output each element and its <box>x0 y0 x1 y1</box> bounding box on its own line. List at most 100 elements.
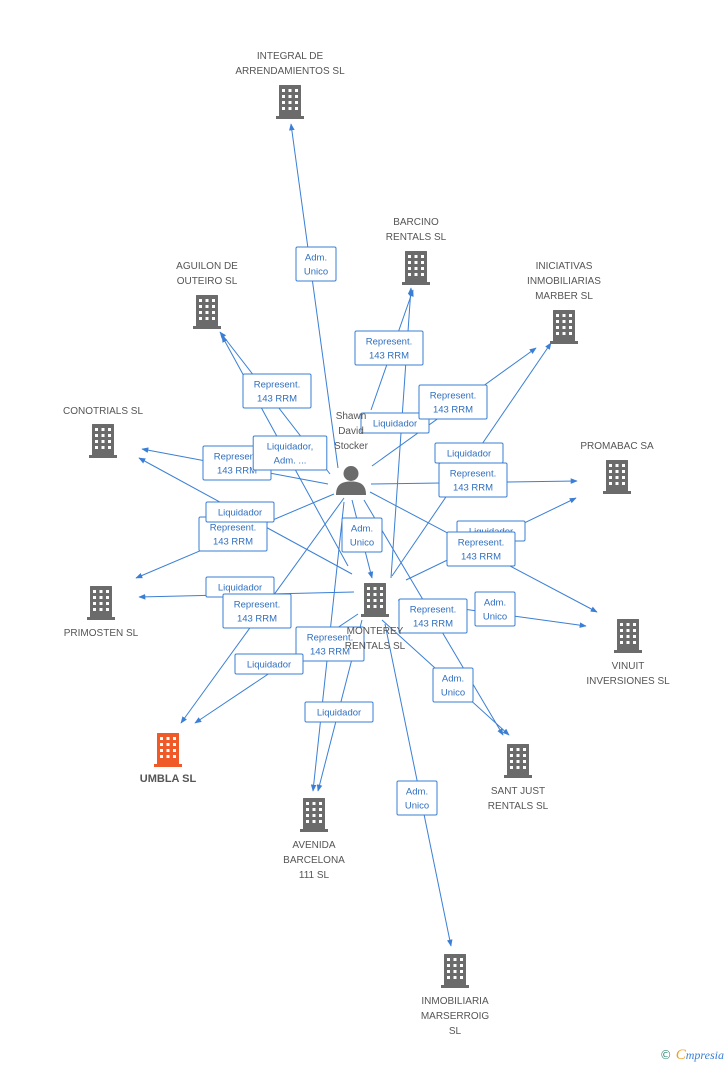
node-label: SANT JUST <box>491 786 545 797</box>
building-icon <box>603 460 631 494</box>
company-node-marserroig[interactable]: INMOBILIARIA MARSERROIG SL <box>421 954 490 1037</box>
person-icon <box>336 466 366 495</box>
relation-label-monterey-santjust[interactable]: Adm.Unico <box>432 667 474 703</box>
building-icon <box>550 310 578 344</box>
copyright-symbol: © <box>659 1048 672 1062</box>
building-icon <box>614 619 642 653</box>
relation-label-shawn-aguilon[interactable]: Represent.143 RRM <box>242 373 312 409</box>
relation-label-monterey-marserroig[interactable]: Adm. Unico <box>396 780 438 816</box>
company-node-aguilon[interactable]: AGUILON DE OUTEIRO SL <box>176 261 238 329</box>
building-icon <box>154 733 182 767</box>
relation-label-text: Unico <box>304 267 328 278</box>
relation-label-text: 143 RRM <box>217 466 257 477</box>
relation-label-text: Unico <box>405 801 429 812</box>
relation-line-shawn-integral <box>289 123 339 469</box>
relation-label-box <box>242 373 312 409</box>
relation-label-box <box>418 384 488 420</box>
building-icon <box>361 583 389 617</box>
relation-label-text: Represent. <box>458 538 504 549</box>
company-node-primosten[interactable]: PRIMOSTEN SL <box>64 586 139 639</box>
relation-label-text: Unico <box>441 688 465 699</box>
building-icon <box>89 424 117 458</box>
node-label: 111 SL <box>299 870 330 881</box>
relation-label-text: Adm. ... <box>274 456 307 467</box>
relation-label-monterey-umbla[interactable]: Liquidador <box>234 653 304 675</box>
relation-label-text: Liquidador <box>317 708 361 719</box>
relation-label-shawn-avenida[interactable]: Represent.143 RRM <box>295 626 365 662</box>
relation-label-box <box>252 435 328 471</box>
node-label: RENTALS SL <box>386 232 447 243</box>
company-node-integral[interactable]: INTEGRAL DE ARRENDAMIENTOS SL <box>235 51 345 119</box>
relation-label-text: Unico <box>483 612 507 623</box>
relation-label-monterey-conotrials[interactable]: Liquidador <box>205 501 275 523</box>
relation-label-text: Liquidador <box>218 508 262 519</box>
node-label: BARCINO <box>393 217 439 228</box>
node-label: MARSERROIG <box>421 1011 490 1022</box>
node-label: OUTEIRO SL <box>177 276 238 287</box>
relation-label-box <box>446 531 516 567</box>
building-icon <box>504 744 532 778</box>
relation-label-text: Liquidador <box>218 583 262 594</box>
company-node-conotrials[interactable]: CONOTRIALS SL <box>63 406 143 458</box>
relation-label-text: Represent. <box>450 469 496 480</box>
relation-label-box <box>432 667 474 703</box>
node-label: RENTALS SL <box>345 641 406 652</box>
company-node-monterey[interactable]: MONTEREY RENTALS SL <box>345 583 406 652</box>
node-label: PROMABAC SA <box>580 441 654 452</box>
relation-label-shawn-primosten[interactable]: Represent.143 RRM <box>198 516 268 552</box>
relation-label-shawn-umbla[interactable]: Represent.143 RRM <box>222 593 292 629</box>
node-label: David <box>338 426 364 437</box>
relation-label-monterey-avenida[interactable]: Liquidador <box>304 701 374 723</box>
relation-label-shawn-iniciativas[interactable]: Represent.143 RRM <box>418 384 488 420</box>
relation-label-box <box>360 412 430 434</box>
relation-label-text: Adm. <box>406 787 428 798</box>
node-label: UMBLA SL <box>140 773 197 785</box>
relation-label-text: 143 RRM <box>213 537 253 548</box>
relation-label-text: Represent. <box>410 605 456 616</box>
relation-label-text: 143 RRM <box>461 552 501 563</box>
company-node-umbla[interactable]: UMBLA SL <box>140 733 197 785</box>
logo-initial: C <box>675 1047 686 1063</box>
node-label: INTEGRAL DE <box>257 51 324 62</box>
company-node-promabac[interactable]: PROMABAC SA <box>580 441 654 494</box>
node-label: PRIMOSTEN SL <box>64 628 139 639</box>
relation-label-shawn-barcino[interactable]: Represent.143 RRM <box>354 330 424 366</box>
relation-label-box <box>438 462 508 498</box>
node-label: INMOBILIARIAS <box>527 276 601 287</box>
node-label: SL <box>449 1026 462 1037</box>
relation-label-monterey-iniciativas[interactable]: Liquidador <box>434 442 504 464</box>
node-label: MONTEREY <box>347 626 404 637</box>
relation-label-text: Liquidador <box>373 419 417 430</box>
node-label: RENTALS SL <box>488 801 549 812</box>
relation-label-monterey-vinuit[interactable]: Adm.Unico <box>474 591 516 627</box>
relation-label-monterey-barcino[interactable]: Liquidador <box>360 412 430 434</box>
building-icon <box>87 586 115 620</box>
relation-label-text: Represent. <box>254 380 300 391</box>
relation-label-shawn-integral[interactable]: Adm.Unico <box>295 246 337 282</box>
building-icon <box>402 251 430 285</box>
company-node-santjust[interactable]: SANT JUST RENTALS SL <box>488 744 549 812</box>
node-label: INICIATIVAS <box>536 261 593 272</box>
company-node-barcino[interactable]: BARCINO RENTALS SL <box>386 217 447 285</box>
node-label: INMOBILIARIA <box>421 996 489 1007</box>
relation-label-text: Represent. <box>307 633 353 644</box>
relation-label-box <box>295 626 365 662</box>
relation-label-shawn-santjust[interactable]: Represent.143 RRM <box>398 598 468 634</box>
node-label: ARRENDAMIENTOS SL <box>235 66 345 77</box>
relation-label-text: 143 RRM <box>453 483 493 494</box>
relation-label-shawn-monterey[interactable]: Adm.Unico <box>341 517 383 553</box>
relation-label-box <box>205 501 275 523</box>
relation-label-text: Adm. <box>351 524 373 535</box>
node-label: CONOTRIALS SL <box>63 406 143 417</box>
relation-label-monterey-aguilon[interactable]: Liquidador,Adm. ... <box>252 435 328 471</box>
node-label: AGUILON DE <box>176 261 238 272</box>
relation-label-shawn-vinuit[interactable]: Represent. 143 RRM <box>446 531 516 567</box>
building-icon <box>300 798 328 832</box>
relation-label-shawn-promabac[interactable]: Represent. 143 RRM <box>438 462 508 498</box>
